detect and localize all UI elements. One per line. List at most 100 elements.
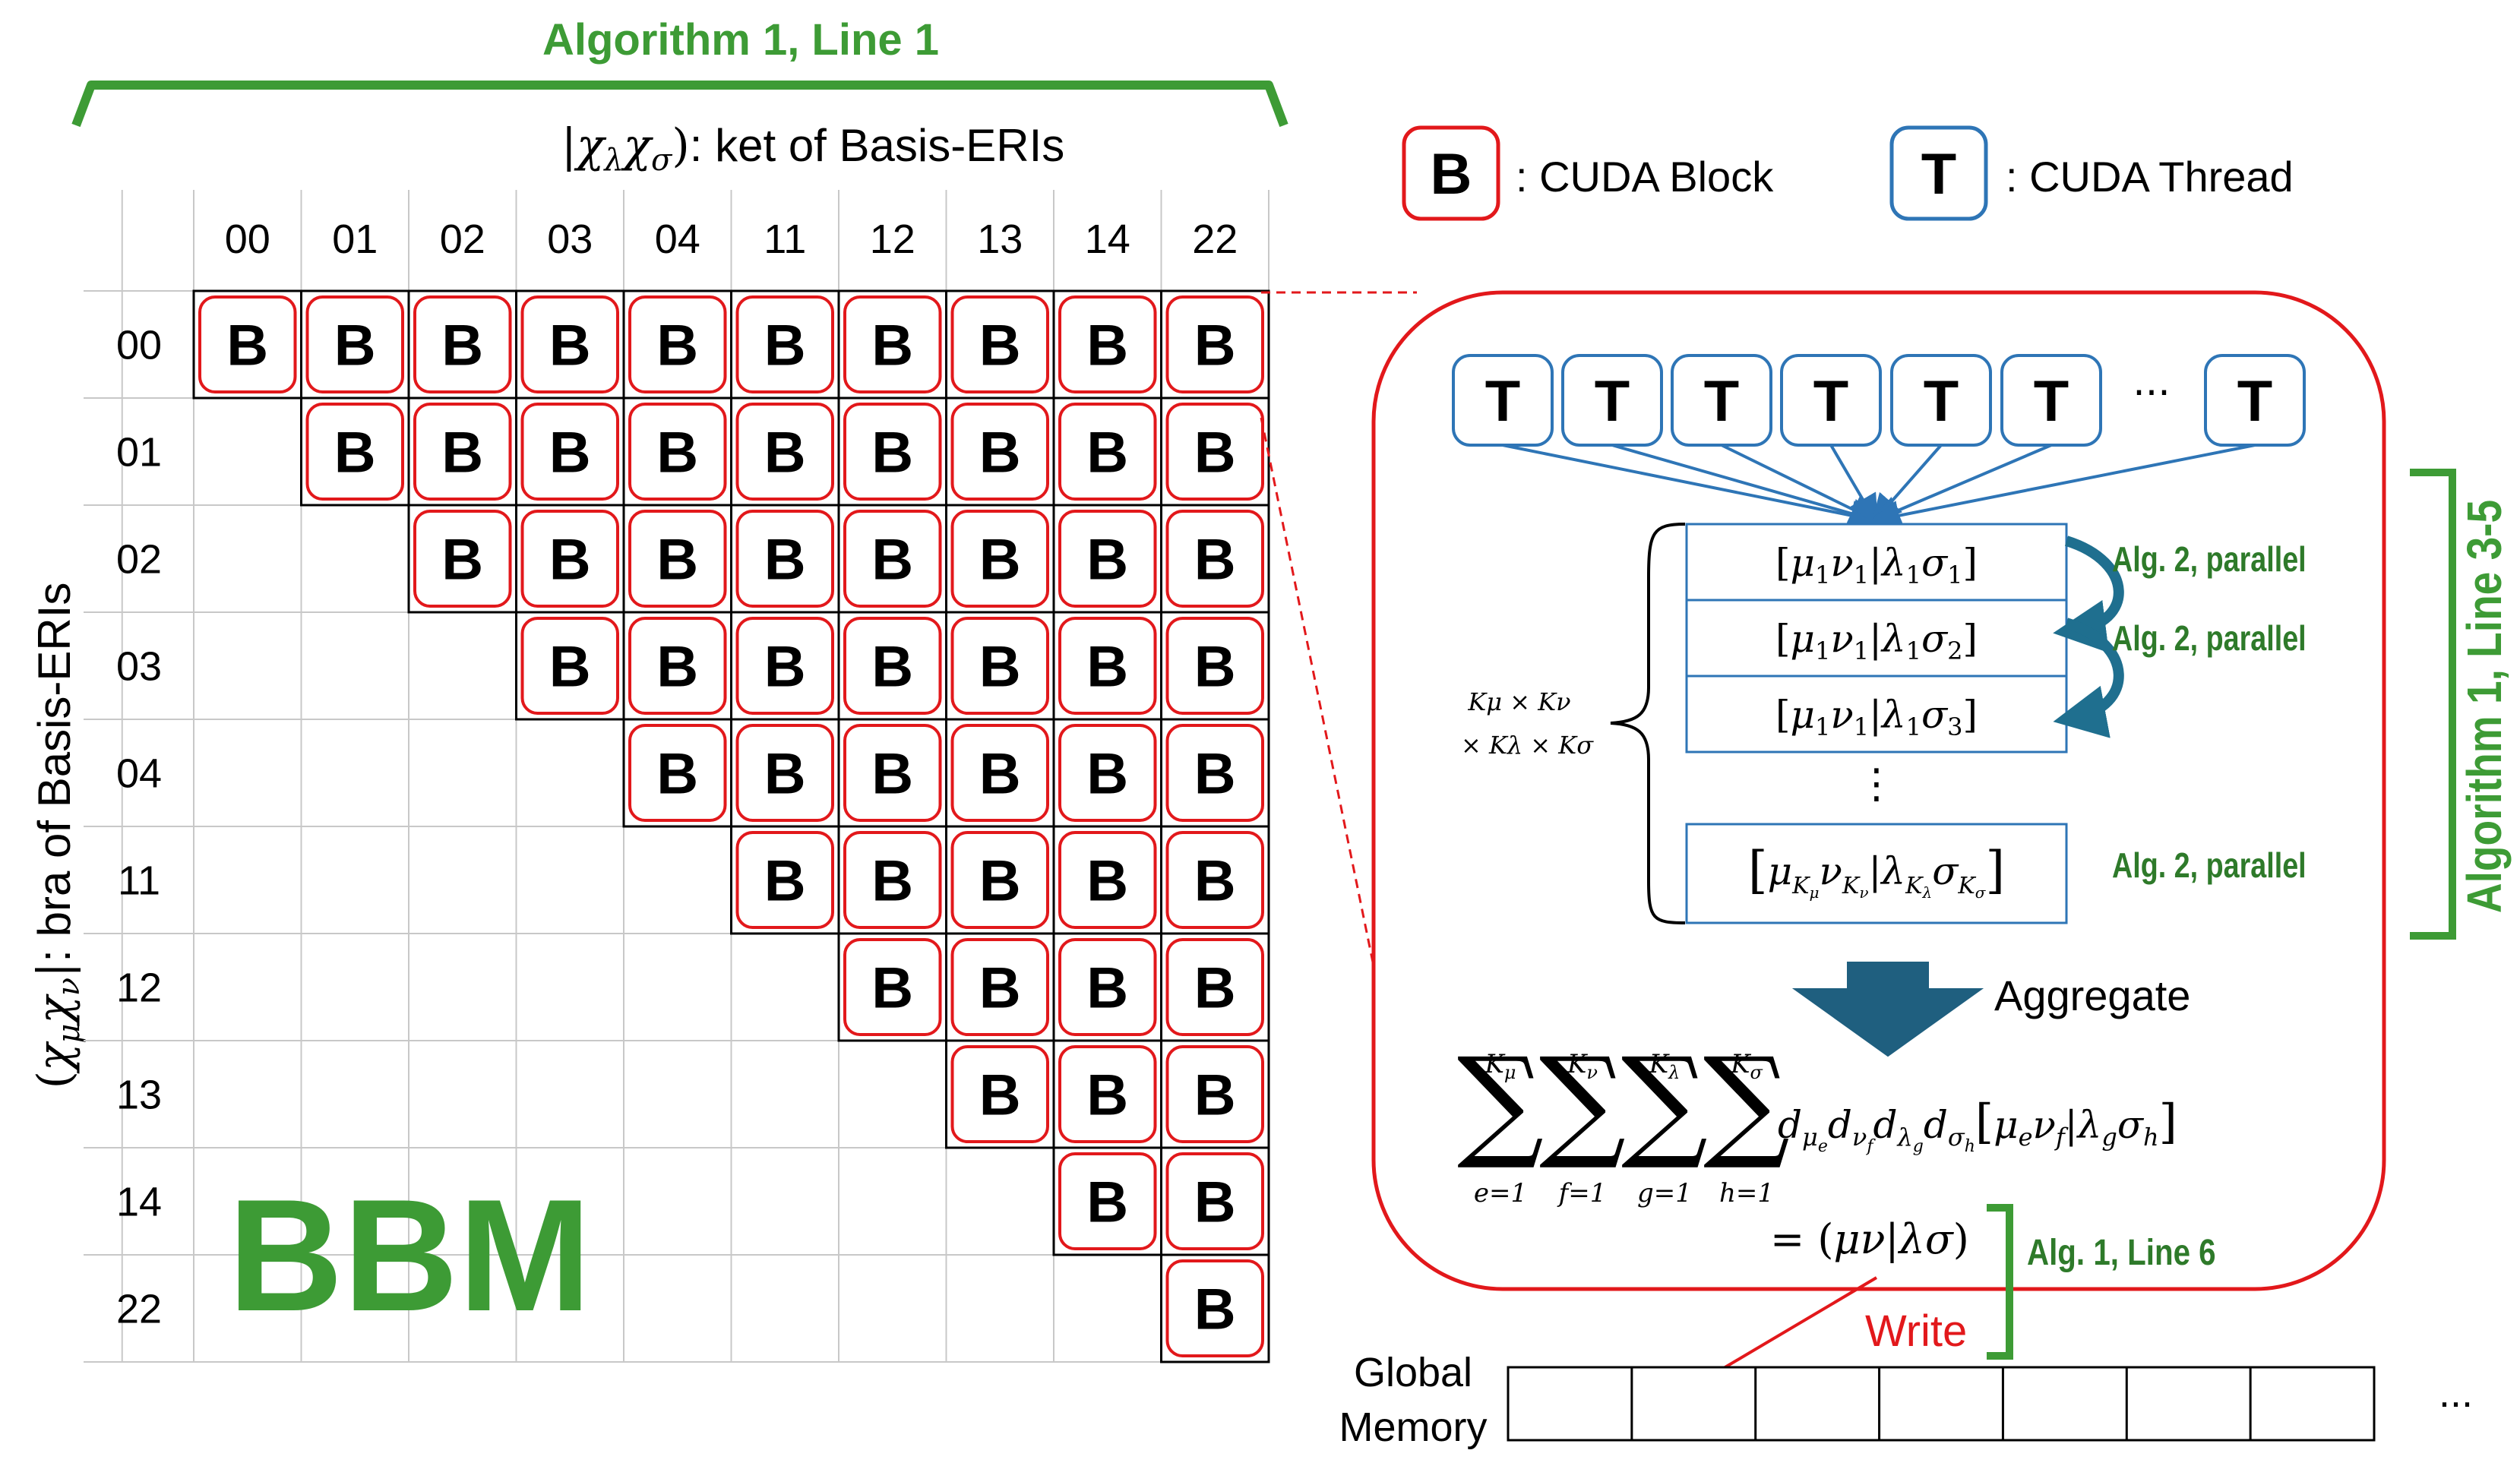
svg-text:∑: ∑ [1621,1031,1708,1173]
cuda-block-label: B [979,956,1021,1021]
cuda-thread-label: T [1813,369,1848,434]
cuda-block-label: B [1086,1063,1128,1128]
eri-row-label: [μ1ν1|λ1σ1] [1775,541,1978,589]
cuda-block-label: B [1194,956,1236,1021]
cuda-block [1058,1045,1157,1143]
cuda-block [1058,831,1157,929]
cuda-thread-label: T [1924,369,1959,434]
svg-text:Kν: Kν [1567,1049,1598,1083]
alg1-line1-bracket [71,81,1288,128]
eri-row-label: [μKμνKν|λKλσKσ] [1748,841,2005,902]
cuda-block-label: B [226,314,268,378]
alg1-line6-bracket [1987,1204,2013,1360]
svg-text:e=1: e=1 [1474,1178,1527,1209]
cuda-block-label: B [979,421,1021,485]
ket-column-label: 02 [440,216,485,262]
cuda-block [1058,295,1157,393]
cuda-block [413,295,512,393]
cuda-block [520,510,619,608]
cuda-block [843,831,942,929]
k-product-line2: × Kλ × Kσ [1461,731,1594,760]
cuda-block [843,617,942,715]
cuda-block-label: B [549,528,591,592]
bra-row-label: 04 [116,751,162,797]
eri-row-label: [μ1ν1|λ1σ2] [1775,617,1978,665]
cuda-block-label: B [1086,1171,1128,1235]
cuda-block [628,403,727,501]
alg1-line1-label: Algorithm 1, Line 1 [542,15,939,65]
cuda-block [1058,510,1157,608]
cuda-block [843,295,942,393]
cuda-block-label: B [979,849,1021,914]
ket-column-label: 01 [332,216,378,262]
cuda-block-label: B [1194,314,1236,378]
bra-row-label: 12 [116,965,162,1011]
cuda-block [1165,1259,1264,1357]
cuda-block-label: B [979,314,1021,378]
ket-column-label: 12 [870,216,915,262]
zoom-line-bottom [1260,417,1384,1011]
ket-column-label: 11 [764,216,806,262]
cuda-block-label: B [764,528,806,592]
cuda-block-label: B [1194,1278,1236,1342]
curve-arrow-1 [2053,536,2124,653]
cuda-block [1058,1152,1157,1250]
ket-column-label: 14 [1085,216,1130,262]
cuda-block [520,617,619,715]
legend-block-box [1402,125,1500,221]
bra-row-label: 00 [116,323,162,368]
svg-text:∑: ∑ [1703,1031,1790,1173]
ket-column-label: 22 [1192,216,1238,262]
global-memory-label-2: Memory [1339,1404,1487,1450]
global-memory-cells [1507,1366,2376,1442]
cuda-block-label: B [1086,528,1128,592]
cuda-block [198,295,297,393]
cuda-block-label: B [656,635,698,700]
cuda-block [950,1045,1049,1143]
cuda-block [628,510,727,608]
alg1-line6-label: Alg. 1, Line 6 [2027,1233,2216,1273]
cuda-block [628,724,727,822]
cuda-block-label: B [549,421,591,485]
thread-arrow [1869,444,2052,525]
aggregate-label: Aggregate [1994,972,2190,1019]
cuda-block [735,724,834,822]
cuda-block [843,403,942,501]
cuda-block [843,510,942,608]
cuda-block-label: B [764,849,806,914]
cuda-block [1165,403,1264,501]
thread-arrow [1829,444,1879,526]
cuda-block-label: B [764,314,806,378]
cuda-thread-label: T [1704,369,1739,434]
cuda-block-label: B [871,849,913,914]
cuda-block-label: B [871,314,913,378]
parallel-label-3: Alg. 2, parallel [2112,845,2307,884]
cuda-block [735,295,834,393]
cuda-block [628,295,727,393]
cuda-block [413,403,512,501]
legend-thread-text: : CUDA Thread [2006,153,2294,201]
cuda-block-label: B [979,742,1021,807]
aggregate-arrow [1791,962,1984,1057]
curve-arrow-2 [2053,618,2124,738]
cuda-block [950,295,1049,393]
cuda-block [843,724,942,822]
cuda-block-label: B [656,528,698,592]
svg-text:h=1: h=1 [1719,1178,1774,1209]
cuda-block [1165,617,1264,715]
cuda-block-label: B [441,421,483,485]
cuda-thread-label: T [1485,369,1520,434]
parallel-label-2: Alg. 2, parallel [2112,618,2307,657]
alg1-line3-5-bracket [2410,469,2456,940]
cuda-block [950,617,1049,715]
ket-column-label: 13 [977,216,1023,262]
cuda-block [843,938,942,1036]
cuda-block-label: B [441,314,483,378]
cuda-block-label: B [1086,635,1128,700]
cuda-block-label: B [764,742,806,807]
bra-label: (χμχν|: bra of Basis-ERIs [28,583,87,1089]
svg-text:dμedνfdλgdσh[μeνf|λgσh]: dμedνfdλgdσh[μeνf|λgσh] [1778,1094,2177,1156]
rows-brace [1610,523,1686,924]
